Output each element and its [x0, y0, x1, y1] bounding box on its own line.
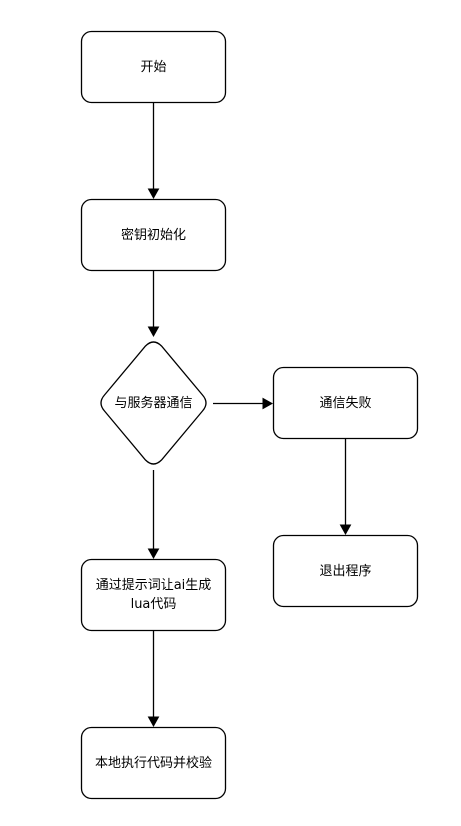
node-server-comm-label: 与服务器通信 [114, 395, 193, 411]
node-execute-verify-label: 本地执行代码并校验 [94, 755, 212, 771]
node-comm-failed-shape [272, 366, 419, 440]
node-comm-failed-label: 通信失败 [319, 395, 372, 411]
arrowhead-server-comm-to-generate-lua [147, 548, 160, 560]
node-exit-label: 退出程序 [319, 563, 372, 579]
node-exit-shape [272, 534, 419, 608]
node-execute-verify-shape [80, 726, 227, 800]
arrowhead-server-comm-to-comm-failed [262, 397, 274, 410]
arrowhead-key-init-to-server-comm [147, 326, 160, 338]
node-generate-lua-label: 通过提示词让ai生成lua代码 [95, 578, 212, 612]
node-start-shape [80, 30, 227, 104]
node-server-comm-shape [100, 341, 207, 465]
node-key-init-label: 密钥初始化 [120, 227, 186, 243]
node-generate-lua-shape [80, 558, 227, 632]
arrowhead-comm-failed-to-exit [339, 524, 352, 536]
arrowhead-generate-lua-to-execute-verify [147, 716, 160, 728]
node-key-init-shape [80, 198, 227, 272]
arrowhead-start-to-key-init [147, 188, 160, 200]
node-start-label: 开始 [140, 59, 167, 75]
